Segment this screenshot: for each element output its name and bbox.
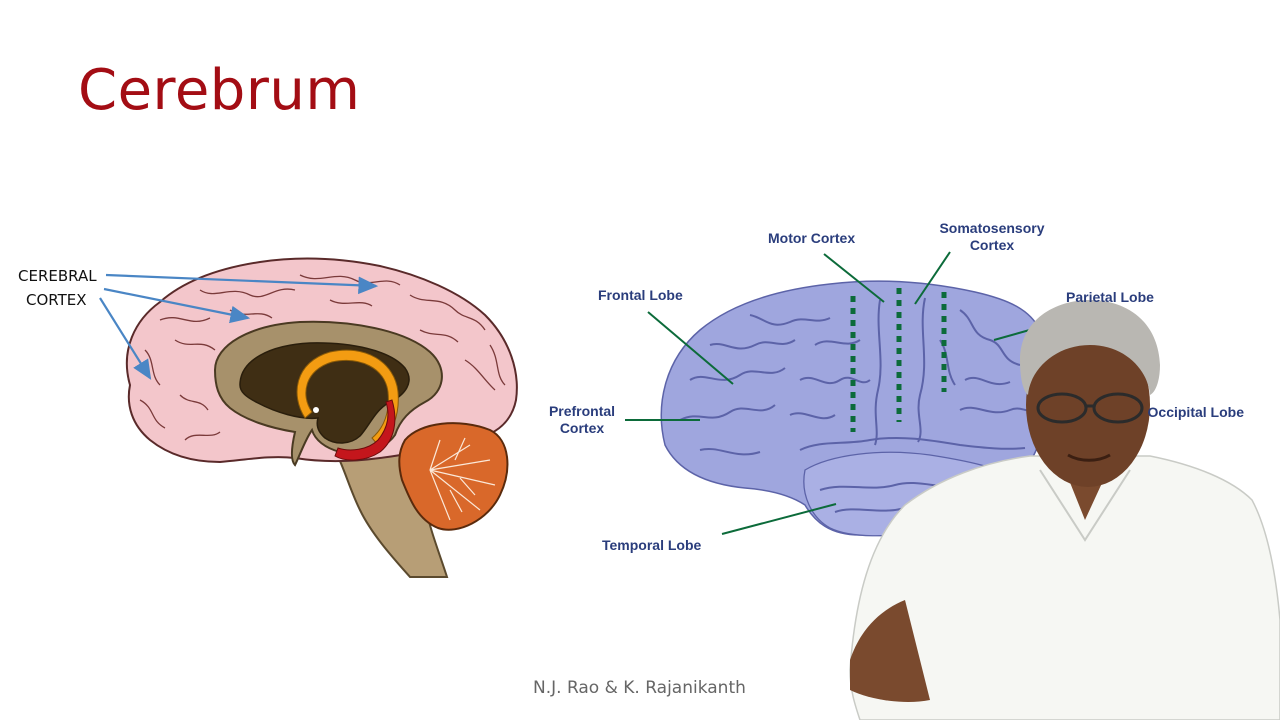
slide-footer-authors: N.J. Rao & K. Rajanikanth: [533, 678, 746, 698]
label-prefrontal-line1: Prefrontal: [548, 403, 616, 419]
presenter-mouth: [1067, 453, 1111, 462]
anterior-commissure: [313, 407, 319, 413]
fornix: [334, 399, 396, 461]
cerebellum: [398, 422, 509, 531]
cortex-arrow-middle: [103, 287, 251, 324]
slide-title: Cerebrum: [78, 58, 361, 123]
leader-lines: [625, 251, 1059, 535]
cerebral-cortex-label-line1: CEREBRAL: [18, 267, 97, 285]
label-parietal-lobe: Parietal Lobe: [1066, 289, 1154, 305]
cortex-boundary-markers: [850, 288, 947, 432]
presenter-arm: [850, 600, 930, 702]
arbor-vitae: [429, 437, 496, 521]
sagittal-brain: [99, 257, 518, 578]
temporal-lobe-leader: [721, 503, 837, 535]
cortex-gyri: [139, 274, 506, 441]
cerebral-cortex-label: CEREBRAL CORTEX: [18, 264, 97, 312]
glasses-left-lens: [1036, 392, 1088, 424]
presenter-shirt: [849, 455, 1280, 720]
frontal-lobe-leader: [647, 311, 734, 385]
glasses-right-lens: [1092, 392, 1144, 424]
label-occipital-lobe-text: Occipital Lobe: [1147, 404, 1244, 420]
cortex-arrow-top: [105, 273, 379, 295]
label-somatosensory-line2: Cortex: [969, 237, 1015, 253]
cerebral-cortex-label-line2: CORTEX: [26, 291, 87, 309]
label-somatosensory-line1: Somatosensory: [939, 220, 1045, 236]
label-frontal-lobe: Frontal Lobe: [598, 287, 683, 303]
label-somatosensory-cortex: Somatosensory Cortex: [930, 220, 1054, 254]
presenter-collar: [1039, 469, 1131, 542]
presenter-hair: [1020, 300, 1160, 395]
cortex-arrow-bottom: [99, 297, 152, 380]
label-temporal-lobe: Temporal Lobe: [602, 537, 702, 553]
presenter: [849, 300, 1280, 720]
lateral-brain: [625, 251, 1059, 537]
label-prefrontal-cortex: Prefrontal Cortex: [542, 403, 622, 437]
somatosensory-leader: [914, 251, 951, 305]
lateral-ventricle: [239, 342, 410, 444]
label-motor-cortex: Motor Cortex: [768, 230, 856, 246]
cortex-pointer-arrows: [99, 273, 379, 380]
motor-cortex-leader: [823, 253, 885, 303]
label-prefrontal-line2: Cortex: [559, 420, 605, 436]
label-occipital-lobe: Occipital Lobe: [1134, 404, 1244, 421]
